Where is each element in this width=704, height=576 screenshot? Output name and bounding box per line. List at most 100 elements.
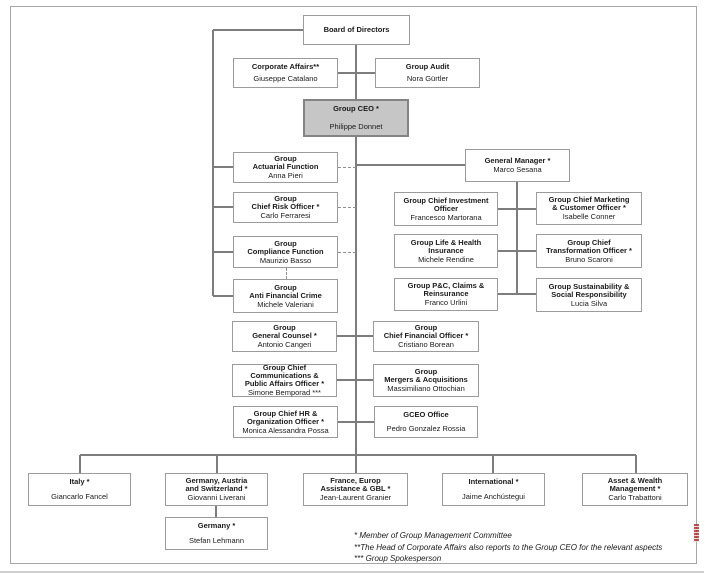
connector-line	[338, 421, 374, 423]
box-title: GCEO Office	[403, 411, 448, 419]
box-title: Board of Directors	[324, 26, 390, 34]
box-person-name: Antonio Cangeri	[257, 340, 312, 349]
connector-line	[80, 454, 636, 456]
org-box-general-manager: General Manager *Marco Sesana	[465, 149, 570, 182]
box-title-line: Group Life & Health	[410, 237, 482, 247]
connector-line	[337, 335, 373, 337]
box-person-name: Monica Alessandra Possa	[242, 425, 329, 435]
box-title-line: General Counsel *	[252, 331, 317, 340]
box-person-name: Stefan Lehmann	[188, 536, 245, 545]
box-person-name: Simone Bemporad ***	[248, 388, 321, 397]
box-title-line: Group	[274, 194, 297, 203]
connector-line	[635, 455, 637, 473]
box-title-line: Group Chief Marketing	[548, 195, 630, 204]
box-person-name: Giovanni Liverani	[187, 493, 246, 502]
connector-line	[355, 137, 357, 473]
box-title-line: Insurance	[428, 245, 464, 255]
box-person-name: Isabelle Conner	[562, 212, 616, 221]
box-title-line: Group Chief	[262, 363, 307, 372]
box-title-line: Group CEO *	[333, 104, 379, 113]
connector-line	[492, 455, 494, 473]
box-title-line: and Switzerland *	[185, 484, 248, 493]
footnote-line: **The Head of Corporate Affairs also rep…	[354, 542, 663, 552]
box-person-name: Philippe Donnet	[329, 122, 383, 131]
box-title-line: Group	[274, 238, 297, 248]
connector-line	[338, 72, 375, 74]
box-title-line: Officer	[433, 203, 459, 213]
box-title-line: Mergers & Acquisitions	[384, 375, 468, 384]
box-person-name: Carlo Trabattoni	[608, 493, 662, 502]
box-title-line: Assistance & GBL *	[320, 484, 391, 493]
box-title-line: Organization Officer *	[246, 416, 325, 426]
box-title-line: Social Responsibility	[551, 289, 627, 299]
org-box-board-of-directors: Board of Directors	[303, 15, 410, 45]
box-title: Germany *	[198, 522, 236, 530]
box-title-line: Group Sustainability &	[548, 281, 630, 291]
connector-line	[213, 29, 303, 31]
box-person-name: Jaime Anchústegui	[462, 492, 525, 501]
org-box-germany: Germany * Stefan Lehmann	[165, 517, 268, 550]
connector-line	[213, 206, 233, 208]
box-title-line: Group	[414, 323, 438, 332]
box-title-line: General Manager *	[484, 156, 551, 165]
connector-line	[216, 455, 218, 473]
box-person-name: Michele Valeriani	[257, 299, 314, 309]
box-title-line: Germany *	[197, 521, 236, 530]
box-title-line: Chief Financial Officer *	[383, 331, 469, 340]
box-title-line: Public Affairs Officer *	[244, 379, 325, 388]
footnotes: * Member of Group Management Committee *…	[354, 530, 662, 565]
box-person-name: Maurizio Basso	[259, 255, 312, 265]
box-title-line: Group Chief	[567, 237, 611, 247]
connector-line-dashed	[286, 268, 287, 279]
box-person-name: Anna Pieri	[268, 171, 303, 180]
box-title-line: Group Chief HR &	[253, 408, 318, 418]
page-bottom-edge	[0, 571, 704, 573]
box-title-line: Reinsurance	[423, 289, 469, 298]
box-person-name: Jean-Laurent Granier	[319, 493, 392, 502]
connector-line	[213, 251, 233, 253]
box-person-name: Nora Gürtler	[406, 74, 449, 83]
box-title-line: Group P&C, Claims &	[407, 281, 485, 290]
box-title-line: Italy *	[69, 477, 90, 486]
box-title-line: Germany, Austria	[185, 476, 248, 485]
connector-line	[337, 379, 373, 381]
box-title-line: Chief Risk Officer *	[251, 202, 320, 211]
box-title-line: Group Chief Investment	[403, 195, 489, 205]
org-box-group-ceo: Group CEO * Philippe Donnet	[303, 99, 409, 137]
org-box-international: International * Jaime Anchústegui	[442, 473, 545, 506]
connector-line	[79, 455, 81, 473]
connector-line	[213, 166, 233, 168]
box-title-line: Communications &	[250, 371, 319, 380]
box-person-name: Marco Sesana	[493, 165, 542, 174]
connector-line	[498, 293, 537, 295]
red-edge-artifact	[694, 524, 699, 542]
footnote-line: *** Group Spokesperson	[354, 554, 442, 563]
box-title-line: International *	[468, 477, 519, 486]
box-title-line: Anti Financial Crime	[249, 290, 322, 300]
connector-line	[212, 30, 214, 296]
box-person-name: Michele Rendine	[418, 254, 474, 264]
box-person-name: Giancarlo Fancel	[51, 492, 108, 501]
box-title: Group Chief Marketing& Customer Officer …	[549, 196, 630, 212]
org-box-group-chief-hr-organization-officer: Group Chief HR &Organization Officer *Mo…	[233, 406, 338, 438]
box-title-line: France, Europ	[330, 476, 381, 485]
connector-line	[498, 250, 537, 252]
